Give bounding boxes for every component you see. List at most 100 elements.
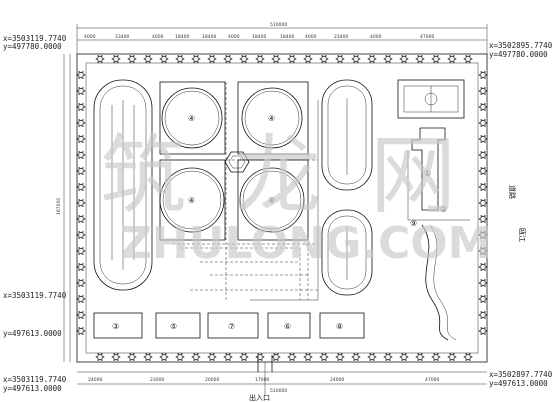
svg-text:筑: 筑 [100,126,186,226]
svg-text:47000: 47000 [425,377,439,383]
svg-text:23000: 23000 [150,377,164,383]
coord-top-right-y: y=497780.0000 [489,50,548,59]
tree-icon [478,214,488,224]
tree-icon [76,118,86,128]
svg-text:③: ③ [112,322,119,331]
river-label: 瓯江 [518,228,526,242]
svg-text:18400: 18400 [252,34,266,40]
tree-icon [175,54,185,64]
tree-icon [303,54,313,64]
pipe-network [172,82,319,301]
tree-icon [76,134,86,144]
svg-text:18400: 18400 [202,34,216,40]
svg-text:24000: 24000 [330,377,344,383]
tree-icon [207,352,217,362]
svg-text:24000: 24000 [88,377,102,383]
svg-text:④: ④ [188,196,195,205]
tree-icon [351,54,361,64]
tree-icon [478,310,488,320]
top-dimension: 510000 4000 23400 4000 18400 18400 4000 … [76,22,488,54]
tree-icon [159,352,169,362]
tree-icon [255,352,265,362]
tree-icon [478,86,488,96]
tree-icon [255,54,265,64]
tree-icon [76,102,86,112]
right-side-labels: 道路 瓯江 [508,185,526,242]
tree-icon [431,352,441,362]
tree-icon [271,352,281,362]
tree-icon [223,54,233,64]
tree-icon [76,214,86,224]
tree-icon [478,134,488,144]
tree-icon [478,246,488,256]
right-zone: ① ② ⑨ [397,79,470,341]
tree-icon [478,118,488,128]
svg-text:②: ② [440,205,447,214]
tree-icon [351,352,361,362]
tree-icon [399,352,409,362]
svg-text:4000: 4000 [152,34,164,40]
coord-bottom-left-x: x=3503119.7740 [3,375,67,384]
tree-icon [287,352,297,362]
entrance-label: 出入口 [249,393,270,402]
tree-icon [207,54,217,64]
svg-text:4000: 4000 [305,34,317,40]
svg-text:18400: 18400 [280,34,294,40]
tree-icon [76,230,86,240]
tree-icon [111,54,121,64]
tree-icon [415,54,425,64]
svg-text:④: ④ [268,196,275,205]
svg-text:4000: 4000 [370,34,382,40]
oxidation-ditch-right [321,79,373,296]
tree-icon [76,262,86,272]
coord-top-right-x: x=3502895.7740 [489,41,553,50]
tree-icon [191,54,201,64]
tree-icon [191,352,201,362]
oxidation-ditch-left [93,79,153,291]
bottom-buildings: ③ ⑤ ⑦ ⑥ ⑧ [93,312,365,339]
coord-bottom-right-x: x=3502897.7740 [489,370,553,379]
tree-icon [76,70,86,80]
svg-text:17000: 17000 [255,377,269,383]
tree-icon [319,352,329,362]
svg-text:4000: 4000 [84,34,96,40]
tree-icon [111,352,121,362]
coord-left-mid-y: y=497613.0000 [3,329,62,338]
tree-icon [76,310,86,320]
tree-icon [478,230,488,240]
tree-icon [239,54,249,64]
tree-icon [383,352,393,362]
svg-text:⑤: ⑤ [170,322,177,331]
tree-icon [143,352,153,362]
svg-text:47000: 47000 [420,34,434,40]
tree-icon [159,54,169,64]
coord-bottom-left-y: y=497613.0000 [3,384,62,393]
svg-text:⑦: ⑦ [228,322,235,331]
tree-icon [127,352,137,362]
svg-text:⑨: ⑨ [410,219,417,228]
tree-icon [478,70,488,80]
tree-icon [335,352,345,362]
tree-icon [367,352,377,362]
tree-icon [367,54,377,64]
tree-icon [76,246,86,256]
tree-icon [399,54,409,64]
svg-text:⑥: ⑥ [284,322,291,331]
tree-icon [478,182,488,192]
distribution-well [224,151,250,173]
inner-road [85,62,479,354]
tree-icon [478,278,488,288]
tree-icon [175,352,185,362]
tree-icon [478,166,488,176]
svg-text:23400: 23400 [334,34,348,40]
svg-text:龙: 龙 [235,126,321,226]
tree-icon [478,262,488,272]
site-boundary [76,53,488,363]
tree-icon [478,150,488,160]
bottom-dimension: 510000 24000 23000 20000 17000 24000 470… [77,362,487,395]
tree-icon [76,198,86,208]
tree-icon [127,54,137,64]
tree-icon [303,352,313,362]
overall-bottom-dimension: 510000 [270,388,287,394]
tree-icon [463,54,473,64]
